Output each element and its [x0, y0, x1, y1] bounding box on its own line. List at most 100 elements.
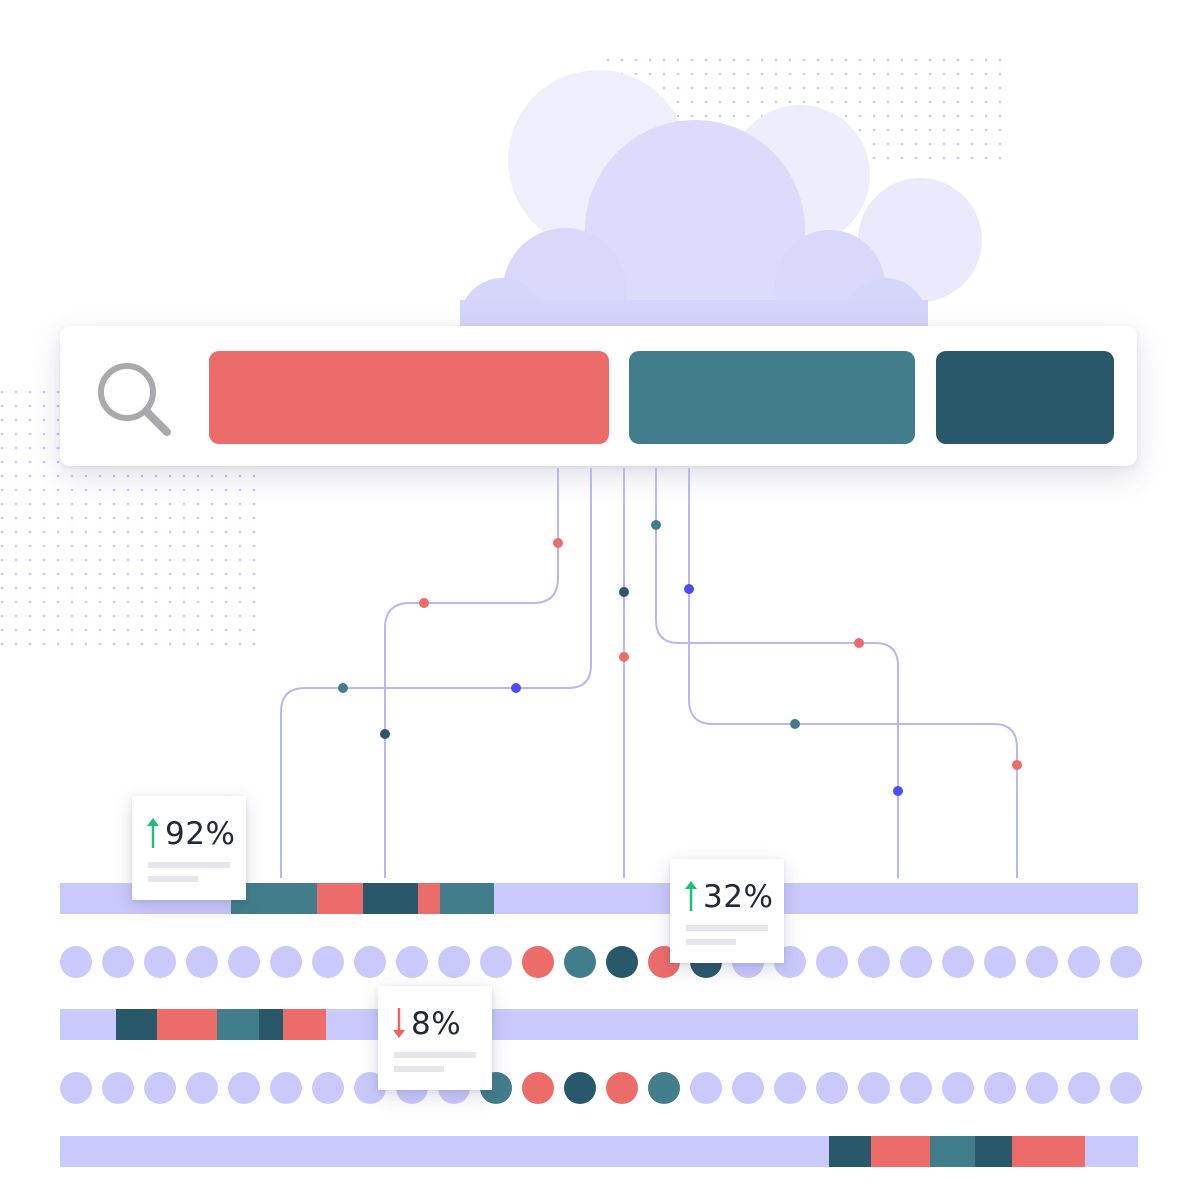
network-node	[619, 652, 629, 662]
grid-dot	[900, 156, 904, 160]
query-block-navy[interactable]	[936, 351, 1114, 444]
grid-dot	[732, 86, 736, 90]
grid-dot	[140, 474, 144, 478]
placeholder-text-line	[686, 939, 736, 945]
query-block-coral[interactable]	[209, 351, 609, 444]
grid-dot	[662, 72, 666, 76]
grid-dot	[98, 572, 102, 576]
grid-dot	[900, 142, 904, 146]
row-dot	[648, 1072, 680, 1104]
grid-dot	[28, 488, 32, 492]
row-dot	[522, 946, 554, 978]
grid-dot	[210, 530, 214, 534]
grid-dot	[956, 58, 960, 62]
grid-dot	[900, 100, 904, 104]
row-dot	[60, 1072, 92, 1104]
grid-dot	[84, 530, 88, 534]
grid-dot	[98, 614, 102, 618]
grid-dot	[70, 628, 74, 632]
grid-dot	[224, 572, 228, 576]
row-dot	[1110, 946, 1142, 978]
grid-dot	[28, 432, 32, 436]
row-dot	[102, 946, 134, 978]
grid-dot	[56, 516, 60, 520]
grid-dot	[28, 474, 32, 478]
grid-dot	[690, 58, 694, 62]
grid-dot	[84, 600, 88, 604]
grid-dot	[928, 128, 932, 132]
grid-dot	[788, 86, 792, 90]
query-block-teal[interactable]	[629, 351, 915, 444]
grid-dot	[42, 614, 46, 618]
grid-dot	[224, 474, 228, 478]
grid-dot	[704, 72, 708, 76]
row-dot	[858, 1072, 890, 1104]
grid-dot	[746, 114, 750, 118]
row-dot	[228, 1072, 260, 1104]
grid-dot	[112, 488, 116, 492]
grid-dot	[126, 572, 130, 576]
bar-segment	[116, 1009, 157, 1040]
grid-dot	[746, 86, 750, 90]
grid-dot	[970, 142, 974, 146]
grid-dot	[970, 128, 974, 132]
bar-segment	[317, 883, 363, 914]
row-dot	[438, 946, 470, 978]
grid-dot	[196, 544, 200, 548]
grid-dot	[252, 558, 256, 562]
grid-dot	[900, 58, 904, 62]
grid-dot	[844, 72, 848, 76]
network-node	[511, 683, 521, 693]
grid-dot	[760, 86, 764, 90]
grid-dot	[112, 516, 116, 520]
grid-dot	[676, 100, 680, 104]
grid-dot	[252, 642, 256, 646]
grid-dot	[210, 474, 214, 478]
network-node	[790, 719, 800, 729]
grid-dot	[14, 446, 18, 450]
grid-dot	[182, 642, 186, 646]
grid-dot	[182, 530, 186, 534]
network-node	[380, 729, 390, 739]
grid-dot	[140, 628, 144, 632]
row-dot	[522, 1072, 554, 1104]
grid-dot	[0, 600, 4, 604]
magnifier-icon[interactable]	[93, 360, 175, 442]
grid-dot	[196, 600, 200, 604]
grid-dot	[154, 642, 158, 646]
grid-dot	[154, 530, 158, 534]
grid-dot	[956, 156, 960, 160]
grid-dot	[238, 544, 242, 548]
grid-dot	[210, 516, 214, 520]
grid-dot	[70, 600, 74, 604]
network-node	[651, 520, 661, 530]
grid-dot	[84, 474, 88, 478]
grid-dot	[112, 474, 116, 478]
grid-dot	[0, 418, 4, 422]
grid-dot	[816, 72, 820, 76]
grid-dot	[802, 86, 806, 90]
grid-dot	[196, 474, 200, 478]
grid-dot	[844, 114, 848, 118]
grid-dot	[168, 502, 172, 506]
grid-dot	[196, 586, 200, 590]
grid-dot	[168, 544, 172, 548]
grid-dot	[14, 558, 18, 562]
grid-dot	[984, 128, 988, 132]
grid-dot	[252, 474, 256, 478]
row-dot	[606, 1072, 638, 1104]
grid-dot	[238, 600, 242, 604]
grid-dot	[830, 100, 834, 104]
grid-dot	[238, 628, 242, 632]
grid-dot	[238, 516, 242, 520]
grid-dot	[126, 628, 130, 632]
grid-dot	[14, 530, 18, 534]
bar-segment	[829, 1136, 871, 1167]
grid-dot	[0, 642, 4, 646]
grid-dot	[886, 128, 890, 132]
grid-dot	[0, 544, 4, 548]
grid-dot	[634, 72, 638, 76]
grid-dot	[14, 390, 18, 394]
grid-dot	[718, 58, 722, 62]
grid-dot	[84, 544, 88, 548]
